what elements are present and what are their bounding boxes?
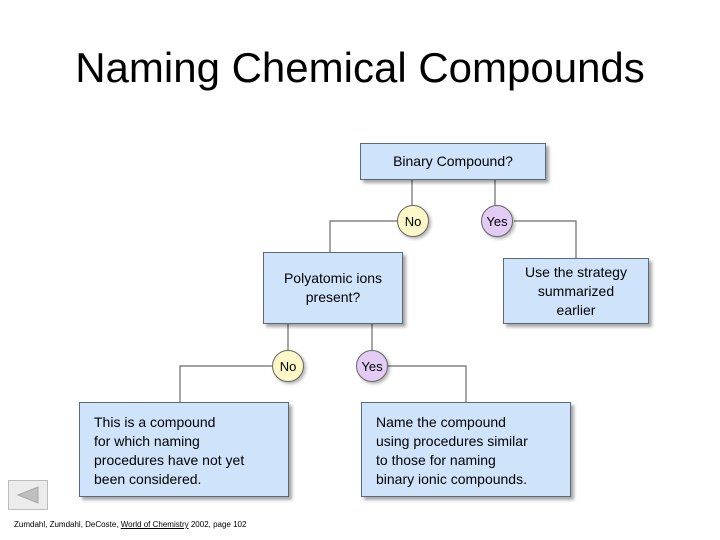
polyatomic-question-box: Polyatomic ions present? — [263, 252, 403, 324]
polyatomic-no-label: No — [279, 358, 297, 374]
binary-yes-label: Yes — [486, 213, 508, 229]
citation-details: 2002, page 102 — [190, 520, 247, 529]
binary-no-label: No — [404, 213, 422, 229]
polyatomic-yes-label: Yes — [361, 358, 383, 374]
citation: Zumdahl, Zumdahl, DeCoste, World of Chem… — [14, 520, 246, 529]
similar-procedures-box: Name the compound using procedures simil… — [361, 402, 571, 497]
use-strategy-box: Use the strategy summarized earlier — [503, 258, 649, 324]
binary-no-node: No — [397, 205, 429, 237]
previous-slide-button[interactable] — [8, 480, 48, 510]
use-strategy-label: Use the strategy summarized earlier — [525, 263, 627, 318]
polyatomic-yes-node: Yes — [356, 350, 388, 382]
polyatomic-question-label: Polyatomic ions present? — [283, 270, 383, 305]
not-considered-box: This is a compound for which naming proc… — [79, 402, 289, 497]
binary-compound-question-label: Binary Compound? — [393, 153, 513, 169]
slide-title: Naming Chemical Compounds — [75, 44, 645, 91]
binary-compound-question-box: Binary Compound? — [360, 143, 546, 180]
triangle-left-icon — [16, 486, 39, 504]
binary-yes-node: Yes — [481, 205, 513, 237]
polyatomic-no-node: No — [272, 350, 304, 382]
similar-procedures-label: Name the compound using procedures simil… — [376, 414, 528, 487]
not-considered-label: This is a compound for which naming proc… — [94, 414, 245, 487]
citation-authors: Zumdahl, Zumdahl, DeCoste, — [14, 520, 119, 529]
citation-book-link[interactable]: World of Chemistry — [120, 520, 189, 529]
